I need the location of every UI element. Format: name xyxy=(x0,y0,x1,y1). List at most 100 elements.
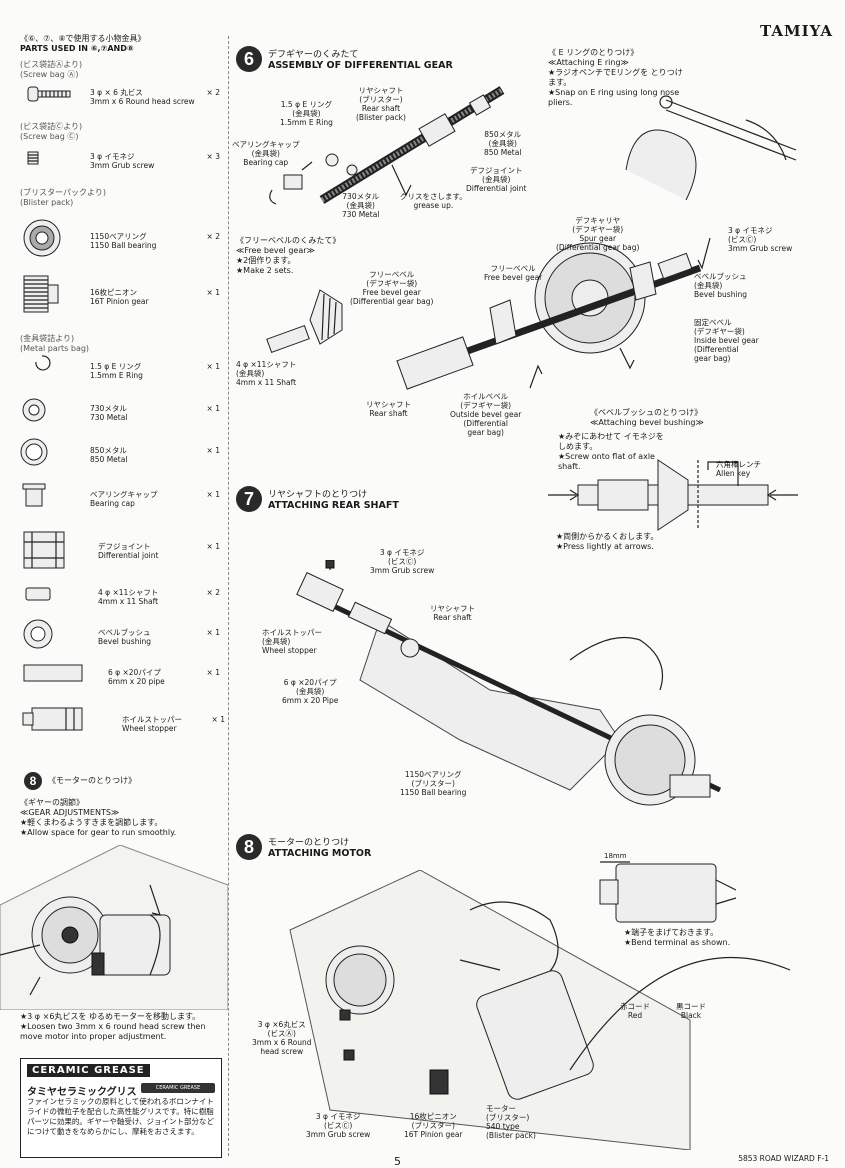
bevel-bushing-diagram xyxy=(548,459,798,531)
box-note-en: ★Press lightly at arrows. xyxy=(556,542,654,551)
ceramic-name: タミヤセラミックグリス xyxy=(27,1087,137,1098)
part-qty: × 2 xyxy=(206,232,220,241)
label-line: 1.5mm E Ring xyxy=(280,118,333,127)
box-title-en: ≪Free bevel gear≫ xyxy=(236,246,315,255)
parts-title-jp: 《⑥、⑦、⑧で使用する小物金具》 xyxy=(20,34,146,43)
part-jp: 3 φ × 6 丸ビス xyxy=(90,88,143,97)
group-jp: (ビス袋詰Ⓐより) xyxy=(20,60,83,69)
group-blister: (ブリスターパックより) (Blister pack) xyxy=(20,188,106,208)
label-line: (金具袋) xyxy=(346,201,375,210)
part-qty: × 1 xyxy=(206,542,220,551)
part-jp: 850メタル xyxy=(90,446,127,455)
part-qty: × 2 xyxy=(206,588,220,597)
grub-screw-icon xyxy=(27,151,39,165)
label-line: Black xyxy=(680,1011,702,1020)
red-cord-label: 赤コード Red xyxy=(620,1002,650,1020)
bevel-bushing-box-title: 《ベベルブッシュのとりつけ》 ≪Attaching bevel bushing≫ xyxy=(590,408,770,428)
label-line: (デフギヤー袋) xyxy=(366,279,418,288)
label-line: 6mm x 20 Pipe xyxy=(282,696,339,705)
part-en: 4mm x 11 Shaft xyxy=(98,597,159,606)
label-line: (金具袋) xyxy=(488,139,517,148)
label-line: 4mm x 11 Shaft xyxy=(236,378,297,387)
label-line: 4 φ ×11シャフト xyxy=(236,360,297,369)
wheel-stopper-icon xyxy=(22,707,83,731)
label-line: Red xyxy=(627,1011,643,1020)
bearing-cap-icon xyxy=(22,483,46,507)
box-note-en: ★Make 2 sets. xyxy=(236,266,294,275)
label-line: Free bevel gear xyxy=(362,288,421,297)
box-note-jp: ★ラジオペンチでEリングを とりつけます。 xyxy=(548,68,683,87)
step7-rear-shaft-label: リヤシャフト Rear shaft xyxy=(430,604,475,622)
bevel-bushing-label: ベベルブッシュ (金具袋) Bevel bushing xyxy=(694,272,747,299)
label-line: (ブリスター) xyxy=(411,1121,455,1130)
label-line: (金具袋) xyxy=(251,149,280,158)
label-line: 850メタル xyxy=(484,130,522,139)
label-line: 1150ベアリング xyxy=(404,770,462,779)
grub-screw-label: 3 φ イモネジ (ビスⒸ) 3mm Grub screw xyxy=(728,226,792,253)
label-line: 6 φ ×20パイプ xyxy=(283,678,337,687)
black-cord-label: 黒コード Black xyxy=(676,1002,706,1020)
group-en: (Metal parts bag) xyxy=(20,344,90,353)
diff-joint-label: デフジョイント (金具袋) Differential joint xyxy=(466,166,526,193)
box-title-jp: 《フリーベベルのくみたて》 xyxy=(236,236,341,245)
part-en: 1.5mm E Ring xyxy=(90,371,143,380)
label-line: 3mm x 6 Round xyxy=(252,1038,312,1047)
label-line: 1150 Ball bearing xyxy=(400,788,467,797)
part-jp: ベアリングキャップ xyxy=(90,490,158,499)
label-line: (ビスⒶ) xyxy=(267,1029,296,1038)
free-bevel-label: フリーベベル (デフギヤー袋) Free bevel gear (Differe… xyxy=(350,270,433,306)
label-line: (ビスⒸ) xyxy=(728,235,757,244)
bend-terminal-note: ★端子をまげておきます。 ★Bend terminal as shown. xyxy=(624,928,754,948)
box-note-jp: ★両側からかるくおします。 xyxy=(556,532,659,541)
rear-shaft-label: リヤシャフト (ブリスター) Rear shaft (Blister pack) xyxy=(356,86,406,122)
label-line: 850 Metal xyxy=(484,148,522,157)
part-qty: × 1 xyxy=(206,628,220,637)
step-title-jp: モーターのとりつけ xyxy=(268,838,350,848)
ball-bearing-icon xyxy=(23,219,61,257)
round-head-screw-icon xyxy=(27,86,71,102)
shaft-icon xyxy=(25,587,51,601)
page-number: 5 xyxy=(394,1155,401,1168)
label-line: Rear shaft xyxy=(369,409,408,418)
label-line: gear bag) xyxy=(467,428,504,437)
gear-note-jp: ★軽くまわるようすきまを調節します。 xyxy=(20,818,163,827)
label-line: 3 φ ×6丸ビス xyxy=(257,1020,306,1029)
label-line: (金具袋) xyxy=(694,281,723,290)
step8-diagram xyxy=(289,870,791,1150)
label-line: 3 φ イモネジ xyxy=(728,226,773,235)
label-line: Free bevel gear xyxy=(484,273,543,282)
step8-left-title: 8 《モーターのとりつけ》 xyxy=(24,772,136,790)
label-line: (ブリスター) xyxy=(486,1113,530,1122)
label-line: (デフギヤー袋) xyxy=(460,401,512,410)
label-line: (デフギヤー袋) xyxy=(694,327,745,336)
dimension-label: 18mm xyxy=(604,852,627,860)
label-line: リヤシャフト xyxy=(366,400,411,409)
metal-850-label: 850メタル (金具袋) 850 Metal xyxy=(484,130,521,157)
bevel-bushing-icon xyxy=(23,619,53,649)
label-line: Rear shaft xyxy=(433,613,472,622)
part-qty: × 1 xyxy=(211,715,225,724)
gear-title-jp: 《ギヤーの調節》 xyxy=(20,798,84,807)
box-note-jp: ★2個作ります。 xyxy=(236,256,296,265)
step-title-en: ATTACHING REAR SHAFT xyxy=(268,500,399,511)
label-line: Bevel bushing xyxy=(694,290,748,299)
group-en: (Screw bag Ⓒ) xyxy=(20,132,79,141)
bearing-cap-label: ベアリングキャップ (金具袋) Bearing cap xyxy=(232,140,300,167)
ceramic-logo: CERAMIC GREASE xyxy=(27,1064,150,1077)
label-line: Rear shaft xyxy=(361,104,401,113)
label-line: (ビスⒸ) xyxy=(323,1121,353,1130)
shaft-4x11-label: 4 φ ×11シャフト (金具袋) 4mm x 11 Shaft xyxy=(236,360,296,387)
label-line: 540 type xyxy=(486,1122,520,1131)
label-line: フリーベベル xyxy=(490,264,536,273)
inside-bevel-label: 固定ベベル (デフギヤー袋) Inside bevel gear (Differ… xyxy=(694,318,759,363)
label-line: ホイルストッパー xyxy=(262,628,322,637)
label-line: (金具袋) xyxy=(295,687,325,696)
label-line: モーター xyxy=(486,1104,516,1113)
spur-gear-label: デフキャリヤ (デフギヤー袋) Spur gear (Differential … xyxy=(556,216,639,252)
box-note-jp: ★みぞにあわせて イモネジをしめます。 xyxy=(558,432,664,451)
loosen-jp: ★3 φ ×6丸ビスを ゆるめモーターを移動します。 xyxy=(20,1012,201,1021)
